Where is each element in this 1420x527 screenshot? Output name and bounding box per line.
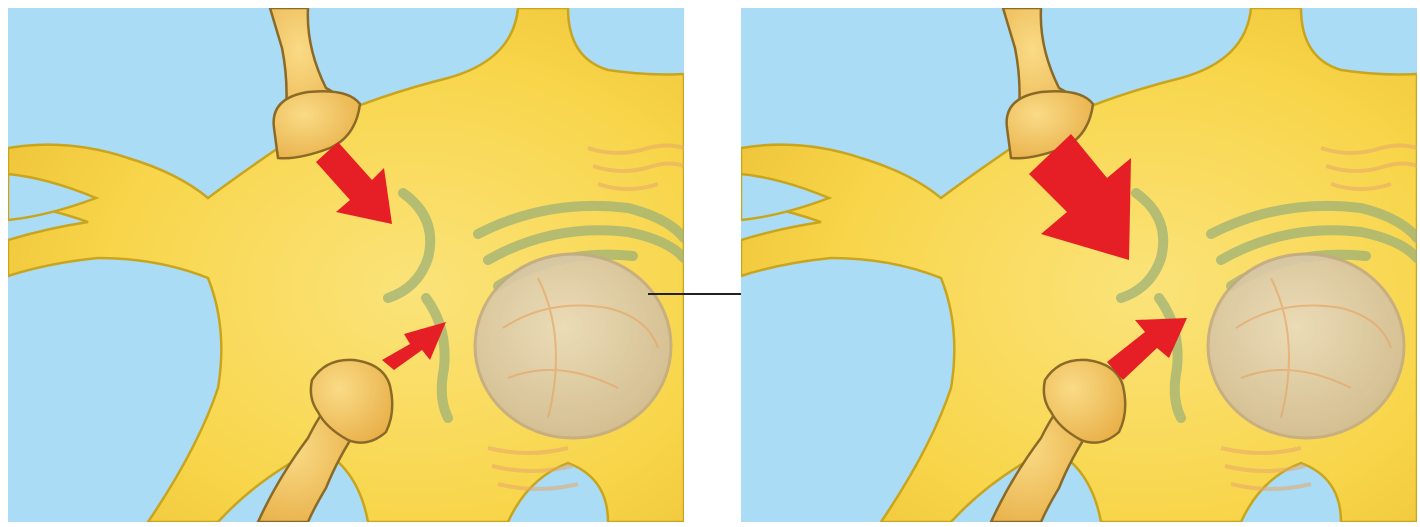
neuron-illustration-before [8,8,684,522]
nucleus [475,254,671,438]
neuron-illustration-after [741,8,1417,522]
panel-before [8,8,684,522]
panel-after [741,8,1417,522]
nucleus [1208,254,1404,438]
